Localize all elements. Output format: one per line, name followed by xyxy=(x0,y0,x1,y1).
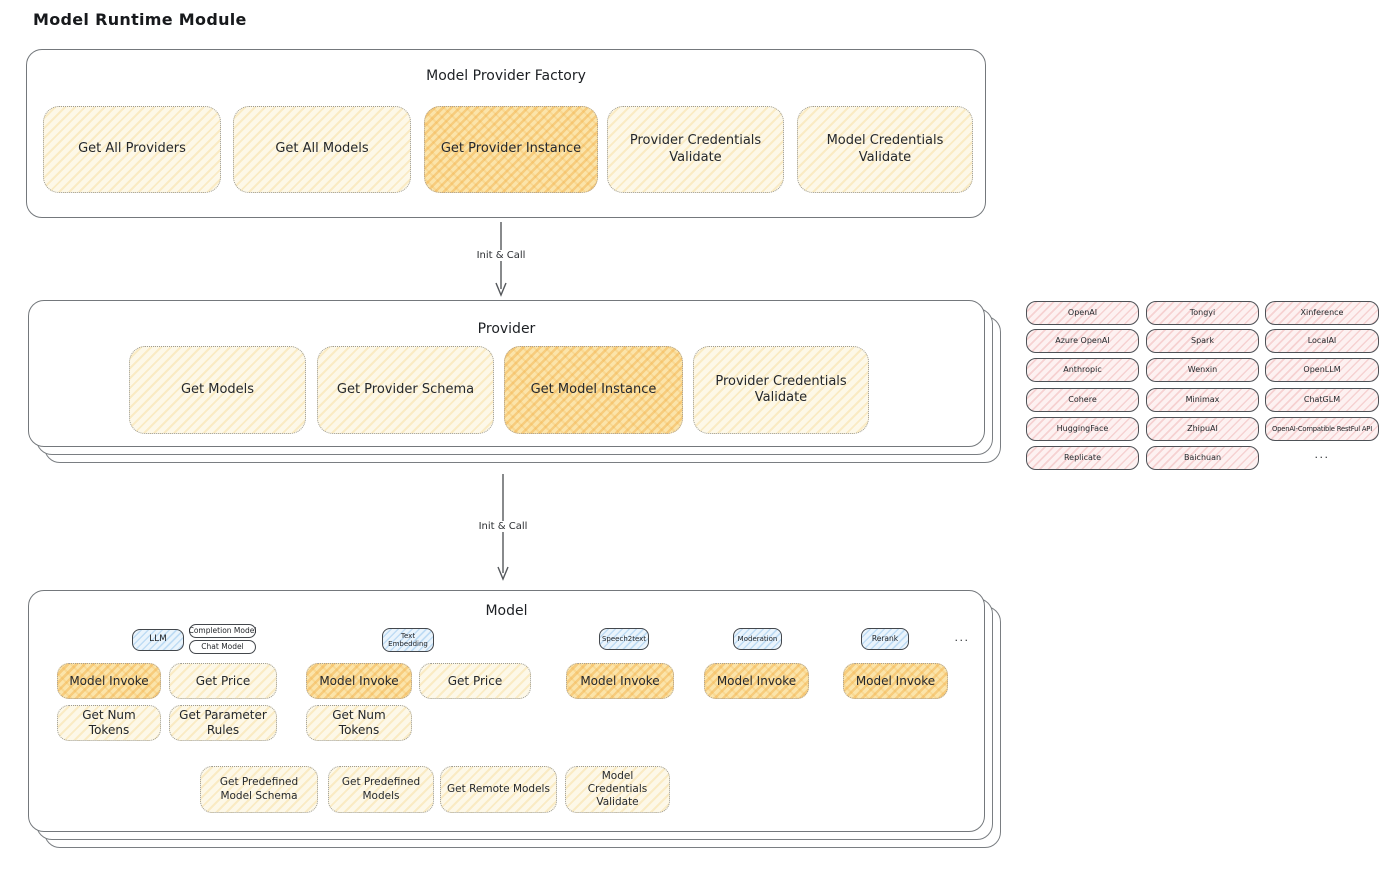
model-types-ellipsis: ... xyxy=(954,631,970,644)
provider-item-localai: LocalAI xyxy=(1265,329,1379,353)
node-embedding-get-num-tokens: Get Num Tokens xyxy=(306,705,412,741)
tag-text-embedding: Text Embedding xyxy=(382,628,434,652)
provider-item-wenxin: Wenxin xyxy=(1146,358,1259,382)
arrow-label-init-call-2: Init & Call xyxy=(474,521,532,532)
provider-item-tongyi: Tongyi xyxy=(1146,301,1259,325)
provider-list-ellipsis: ... xyxy=(1314,448,1330,461)
provider-item-spark: Spark xyxy=(1146,329,1259,353)
provider-item-huggingface: HuggingFace xyxy=(1026,417,1139,441)
diagram-title: Model Runtime Module xyxy=(33,10,247,29)
tag-llm: LLM xyxy=(132,629,184,651)
factory-container: Model Provider Factory Get All Providers… xyxy=(26,49,986,218)
node-moderation-model-invoke: Model Invoke xyxy=(704,663,809,699)
tag-completion-model: Completion Model xyxy=(189,624,256,638)
node-embedding-model-invoke: Model Invoke xyxy=(306,663,412,699)
node-model-credentials-validate-2: Model Credentials Validate xyxy=(565,766,670,813)
provider-item-azure-openai: Azure OpenAI xyxy=(1026,329,1139,353)
node-llm-get-price: Get Price xyxy=(169,663,277,699)
provider-item-cohere: Cohere xyxy=(1026,388,1139,412)
node-get-models: Get Models xyxy=(129,346,306,434)
node-get-provider-schema: Get Provider Schema xyxy=(317,346,494,434)
model-title: Model xyxy=(485,603,528,619)
provider-item-replicate: Replicate xyxy=(1026,446,1139,470)
node-embedding-get-price: Get Price xyxy=(419,663,531,699)
node-get-provider-instance: Get Provider Instance xyxy=(424,106,598,193)
node-llm-get-num-tokens: Get Num Tokens xyxy=(57,705,161,741)
provider-item-baichuan: Baichuan xyxy=(1146,446,1259,470)
provider-item-openai: OpenAI xyxy=(1026,301,1139,325)
provider-item-zhipuai: ZhipuAI xyxy=(1146,417,1259,441)
node-model-credentials-validate: Model Credentials Validate xyxy=(797,106,973,193)
provider-item-openllm: OpenLLM xyxy=(1265,358,1379,382)
node-provider-credentials-validate: Provider Credentials Validate xyxy=(607,106,784,193)
node-provider-credentials-validate-2: Provider Credentials Validate xyxy=(693,346,869,434)
tag-chat-model: Chat Model xyxy=(189,640,256,654)
provider-item-openai-compatible-restful-api: OpenAI-Compatible RestFul API xyxy=(1265,417,1379,441)
model-container: Model LLM Completion Model Chat Model Te… xyxy=(28,590,985,832)
provider-container: Provider Get Models Get Provider Schema … xyxy=(28,300,985,447)
node-get-all-models: Get All Models xyxy=(233,106,411,193)
tag-rerank: Rerank xyxy=(861,628,909,650)
node-get-predefined-model-schema: Get Predefined Model Schema xyxy=(200,766,318,813)
node-llm-model-invoke: Model Invoke xyxy=(57,663,161,699)
provider-item-xinference: Xinference xyxy=(1265,301,1379,325)
factory-title: Model Provider Factory xyxy=(426,68,586,84)
node-get-predefined-models: Get Predefined Models xyxy=(328,766,434,813)
node-rerank-model-invoke: Model Invoke xyxy=(843,663,948,699)
arrow-label-init-call-1: Init & Call xyxy=(472,250,530,261)
provider-item-minimax: Minimax xyxy=(1146,388,1259,412)
node-get-model-instance: Get Model Instance xyxy=(504,346,683,434)
node-get-remote-models: Get Remote Models xyxy=(440,766,557,813)
provider-title: Provider xyxy=(477,321,536,337)
provider-item-anthropic: Anthropic xyxy=(1026,358,1139,382)
tag-moderation: Moderation xyxy=(733,628,782,650)
node-get-all-providers: Get All Providers xyxy=(43,106,221,193)
provider-item-chatglm: ChatGLM xyxy=(1265,388,1379,412)
tag-speech2text: Speech2text xyxy=(599,628,649,650)
node-speech2text-model-invoke: Model Invoke xyxy=(566,663,674,699)
node-llm-get-parameter-rules: Get Parameter Rules xyxy=(169,705,277,741)
